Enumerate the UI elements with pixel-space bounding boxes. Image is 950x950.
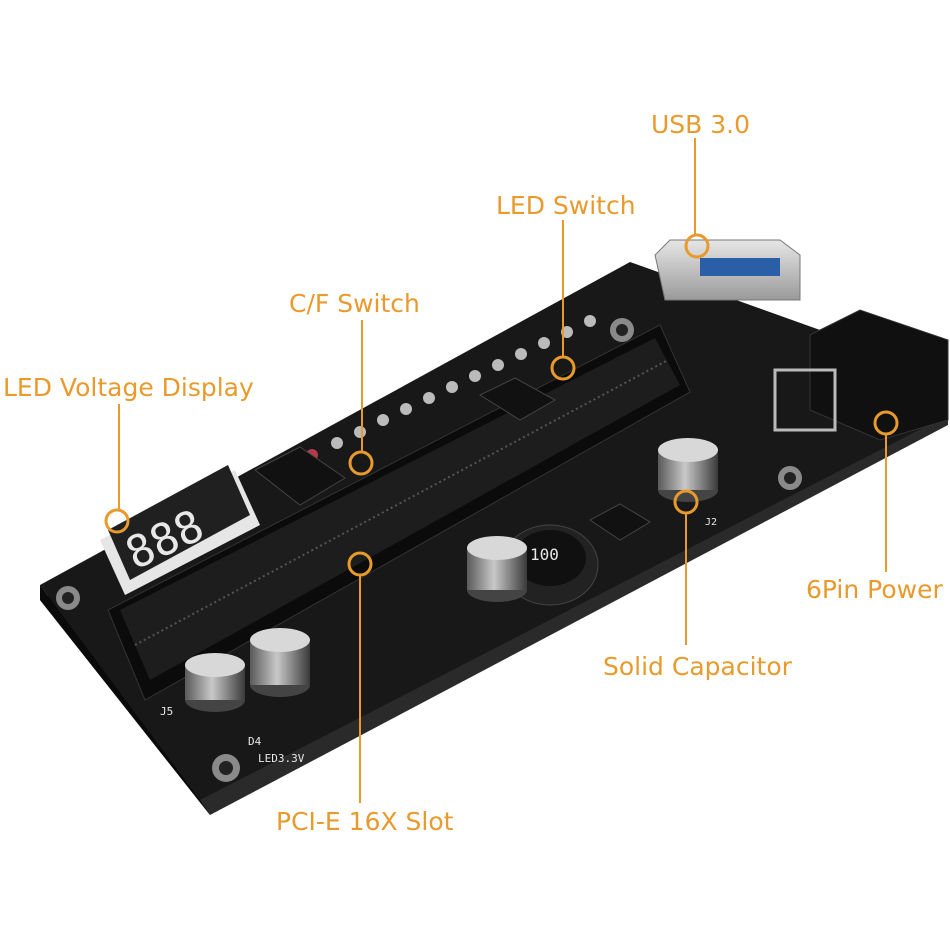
usb-port	[654, 239, 801, 301]
callouts	[104, 138, 899, 803]
usb-marker	[684, 233, 710, 259]
led33-marking: LED3.3V	[258, 752, 305, 765]
led-switch-label: LED Switch	[496, 191, 636, 220]
inductor-marking: 100	[530, 545, 559, 564]
capacitor	[250, 628, 310, 697]
cf-switch-marker	[348, 450, 374, 476]
pcie-label: PCI-E 16X Slot	[276, 807, 454, 836]
solid-cap-label: Solid Capacitor	[603, 652, 793, 681]
led-voltage-label: LED Voltage Display	[3, 373, 254, 402]
six-pin-connector	[773, 309, 949, 441]
jp-marking: J2	[705, 517, 717, 528]
capacitor	[185, 653, 245, 712]
usb-label: USB 3.0	[651, 110, 750, 139]
cf-switch-label: C/F Switch	[289, 289, 420, 318]
led-switch-marker	[550, 355, 576, 381]
callout-labels: USB 3.0 LED Switch C/F Switch LED Voltag…	[3, 110, 943, 836]
silkscreen: J5 D4 LED3.3V J2	[160, 517, 717, 765]
d4-marking: D4	[248, 735, 262, 748]
mounting-holes	[56, 318, 802, 782]
six-pin-label: 6Pin Power	[806, 575, 943, 604]
led-voltage-marker	[104, 508, 130, 534]
j5-marking: J5	[160, 705, 173, 718]
pcie-slot	[107, 324, 691, 701]
capacitor	[467, 536, 527, 602]
ic-chips	[254, 377, 651, 541]
